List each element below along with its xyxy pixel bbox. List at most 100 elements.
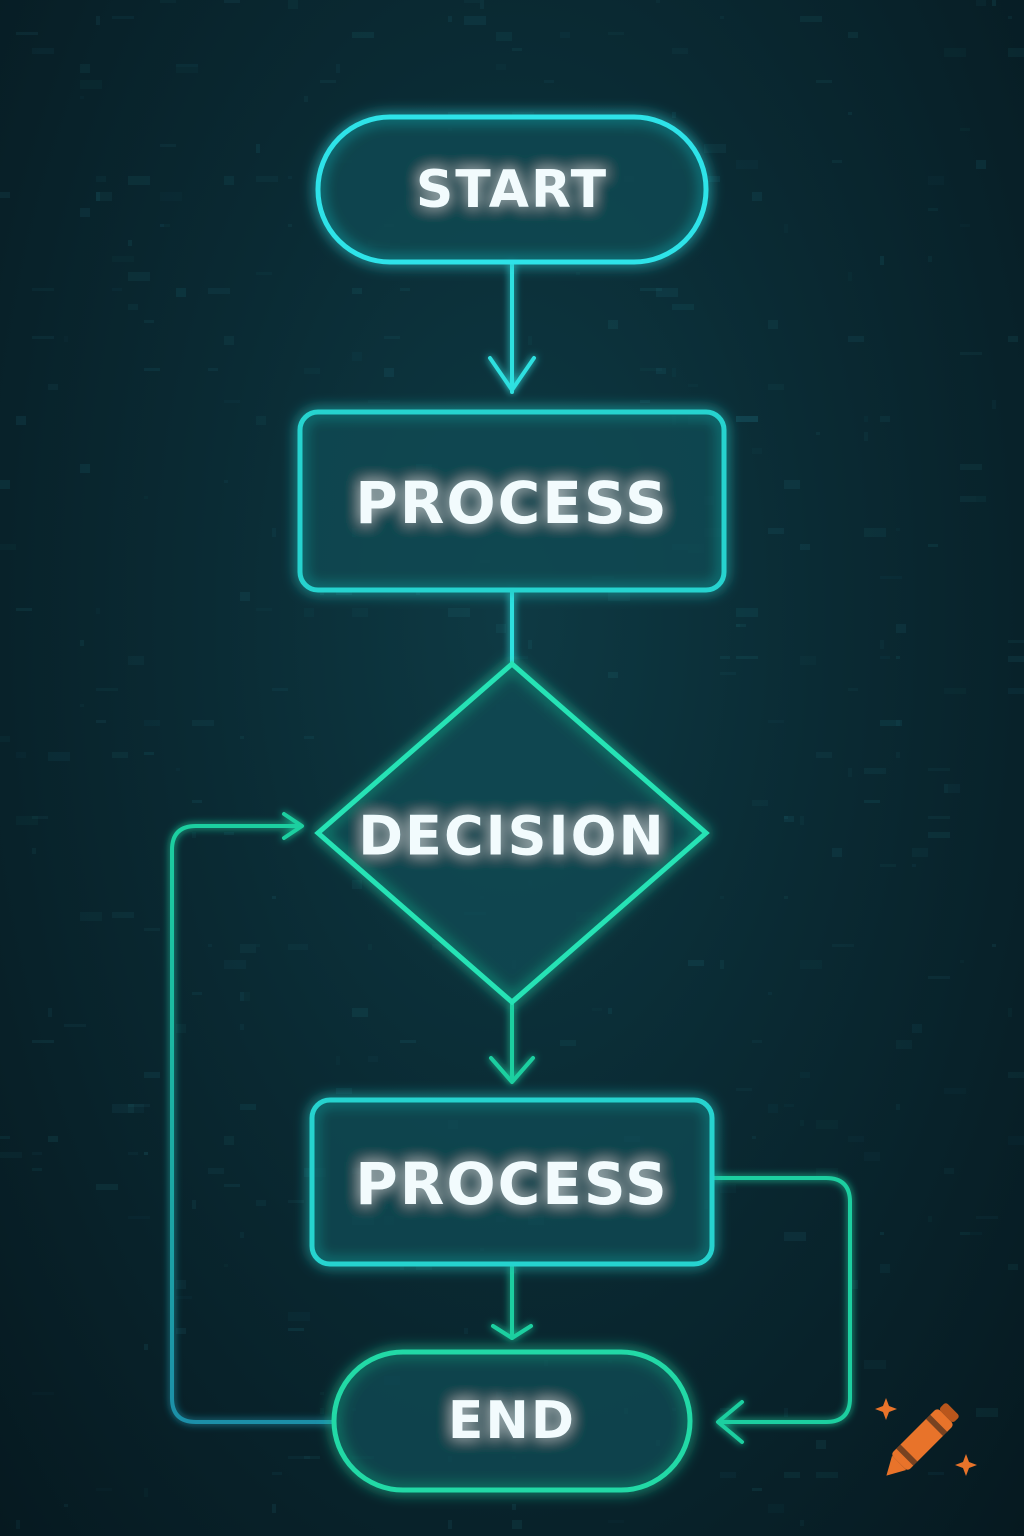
background-cell bbox=[144, 1152, 148, 1155]
background-cell bbox=[976, 160, 986, 169]
background-cell bbox=[816, 80, 832, 83]
background-cell bbox=[560, 32, 570, 38]
background-cell bbox=[576, 272, 580, 275]
background-cell bbox=[288, 224, 292, 227]
background-cell bbox=[16, 752, 26, 758]
background-cell bbox=[656, 0, 660, 3]
end-node[interactable]: END bbox=[331, 1349, 693, 1493]
background-cell bbox=[960, 1232, 982, 1235]
background-cell bbox=[304, 944, 308, 950]
background-cell bbox=[896, 528, 900, 531]
background-cell bbox=[864, 528, 886, 537]
background-cell bbox=[928, 176, 944, 185]
process-node[interactable]: PROCESS bbox=[309, 1097, 715, 1267]
background-cell bbox=[400, 288, 410, 291]
start-node[interactable]: START bbox=[315, 114, 709, 265]
background-cell bbox=[944, 784, 948, 793]
background-cell bbox=[176, 1024, 186, 1033]
background-cell bbox=[736, 656, 758, 659]
background-cell bbox=[496, 624, 506, 633]
background-cell bbox=[896, 752, 900, 758]
background-cell bbox=[960, 960, 964, 963]
background-cell bbox=[240, 992, 250, 1001]
background-cell bbox=[160, 224, 164, 227]
background-cell bbox=[304, 96, 308, 102]
background-cell bbox=[768, 992, 772, 995]
arrowhead-down-icon bbox=[489, 1056, 535, 1084]
background-cell bbox=[864, 768, 886, 774]
background-cell bbox=[176, 768, 180, 771]
background-cell bbox=[816, 1168, 838, 1177]
background-cell bbox=[448, 1520, 452, 1529]
background-cell bbox=[352, 288, 362, 294]
background-cell bbox=[768, 528, 784, 534]
background-cell bbox=[896, 1104, 900, 1110]
background-cell bbox=[880, 256, 884, 265]
background-cell bbox=[528, 640, 532, 649]
background-cell bbox=[816, 432, 820, 435]
background-cell bbox=[640, 368, 662, 371]
background-cell bbox=[496, 32, 512, 41]
background-cell bbox=[288, 944, 304, 950]
background-cell bbox=[960, 1232, 970, 1235]
background-cell bbox=[368, 400, 390, 403]
background-cell bbox=[192, 832, 196, 838]
background-cell bbox=[848, 336, 864, 342]
process-node[interactable]: PROCESS bbox=[297, 409, 727, 593]
background-cell bbox=[832, 848, 842, 857]
background-cell bbox=[96, 688, 118, 691]
background-cell bbox=[528, 336, 532, 345]
background-cell bbox=[128, 1104, 144, 1113]
background-cell bbox=[176, 1328, 186, 1334]
background-cell bbox=[224, 832, 234, 835]
background-cell bbox=[16, 416, 26, 425]
background-cell bbox=[32, 48, 54, 54]
background-cell bbox=[912, 864, 916, 867]
background-cell bbox=[1008, 640, 1024, 643]
background-cell bbox=[48, 752, 70, 761]
background-cell bbox=[784, 480, 800, 489]
background-cell bbox=[400, 1040, 416, 1043]
background-cell bbox=[16, 816, 38, 825]
decision-node[interactable]: DECISION bbox=[314, 660, 710, 1006]
background-cell bbox=[112, 16, 134, 19]
background-cell bbox=[80, 208, 90, 217]
background-cell bbox=[80, 464, 90, 473]
background-cell bbox=[896, 1040, 912, 1049]
background-cell bbox=[224, 400, 240, 403]
background-cell bbox=[1008, 1136, 1024, 1145]
background-cell bbox=[0, 1136, 10, 1139]
background-cell bbox=[608, 32, 624, 35]
background-cell bbox=[608, 320, 618, 329]
background-cell bbox=[256, 144, 260, 153]
background-cell bbox=[640, 288, 662, 291]
background-cell bbox=[288, 1312, 310, 1321]
background-cell bbox=[928, 976, 950, 979]
background-cell bbox=[0, 480, 10, 489]
background-cell bbox=[288, 1456, 310, 1459]
background-cell bbox=[720, 1472, 736, 1478]
edge-end-to-decision-left-loop bbox=[170, 824, 336, 1424]
background-cell bbox=[224, 336, 234, 345]
background-cell bbox=[864, 432, 868, 441]
background-cell bbox=[288, 1200, 304, 1203]
background-cell bbox=[800, 1072, 810, 1078]
background-cell bbox=[160, 224, 170, 227]
background-cell bbox=[848, 272, 852, 281]
background-cell bbox=[672, 112, 676, 118]
background-cell bbox=[480, 0, 484, 9]
background-cell bbox=[960, 464, 982, 470]
background-cell bbox=[16, 32, 38, 35]
arrowhead-down-icon bbox=[491, 1324, 533, 1340]
background-cell bbox=[80, 640, 84, 646]
background-cell bbox=[880, 1232, 884, 1235]
background-cell bbox=[224, 480, 228, 483]
background-cell bbox=[992, 944, 996, 947]
background-cell bbox=[256, 176, 278, 182]
background-cell bbox=[768, 384, 784, 390]
background-cell bbox=[432, 944, 442, 950]
background-cell bbox=[912, 1024, 922, 1033]
background-cell bbox=[128, 240, 132, 246]
background-cell bbox=[32, 336, 54, 339]
background-cell bbox=[96, 176, 106, 182]
